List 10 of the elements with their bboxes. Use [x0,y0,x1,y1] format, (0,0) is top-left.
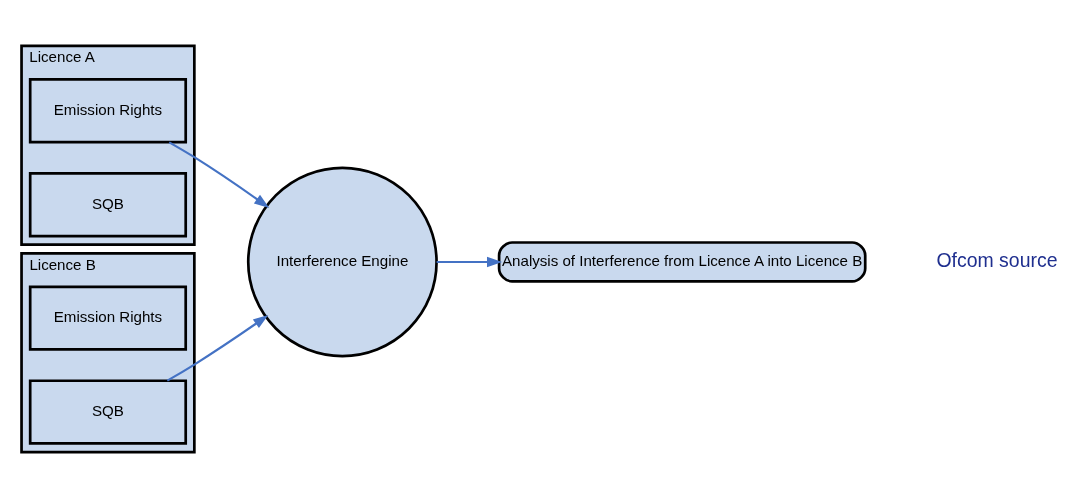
node-box: Analysis of Interference from Licence A into Licence B [497,240,867,283]
node-box: SQB [28,171,188,237]
arrow [436,256,503,267]
node-box: Emission Rights [28,284,188,351]
arrow [168,140,270,208]
node-box: SQB [28,378,188,445]
node-circle: Interference Engine [246,165,438,357]
label: Ofcom source [936,248,1058,271]
node-box: Emission Rights [28,77,188,143]
arrow [166,314,269,382]
